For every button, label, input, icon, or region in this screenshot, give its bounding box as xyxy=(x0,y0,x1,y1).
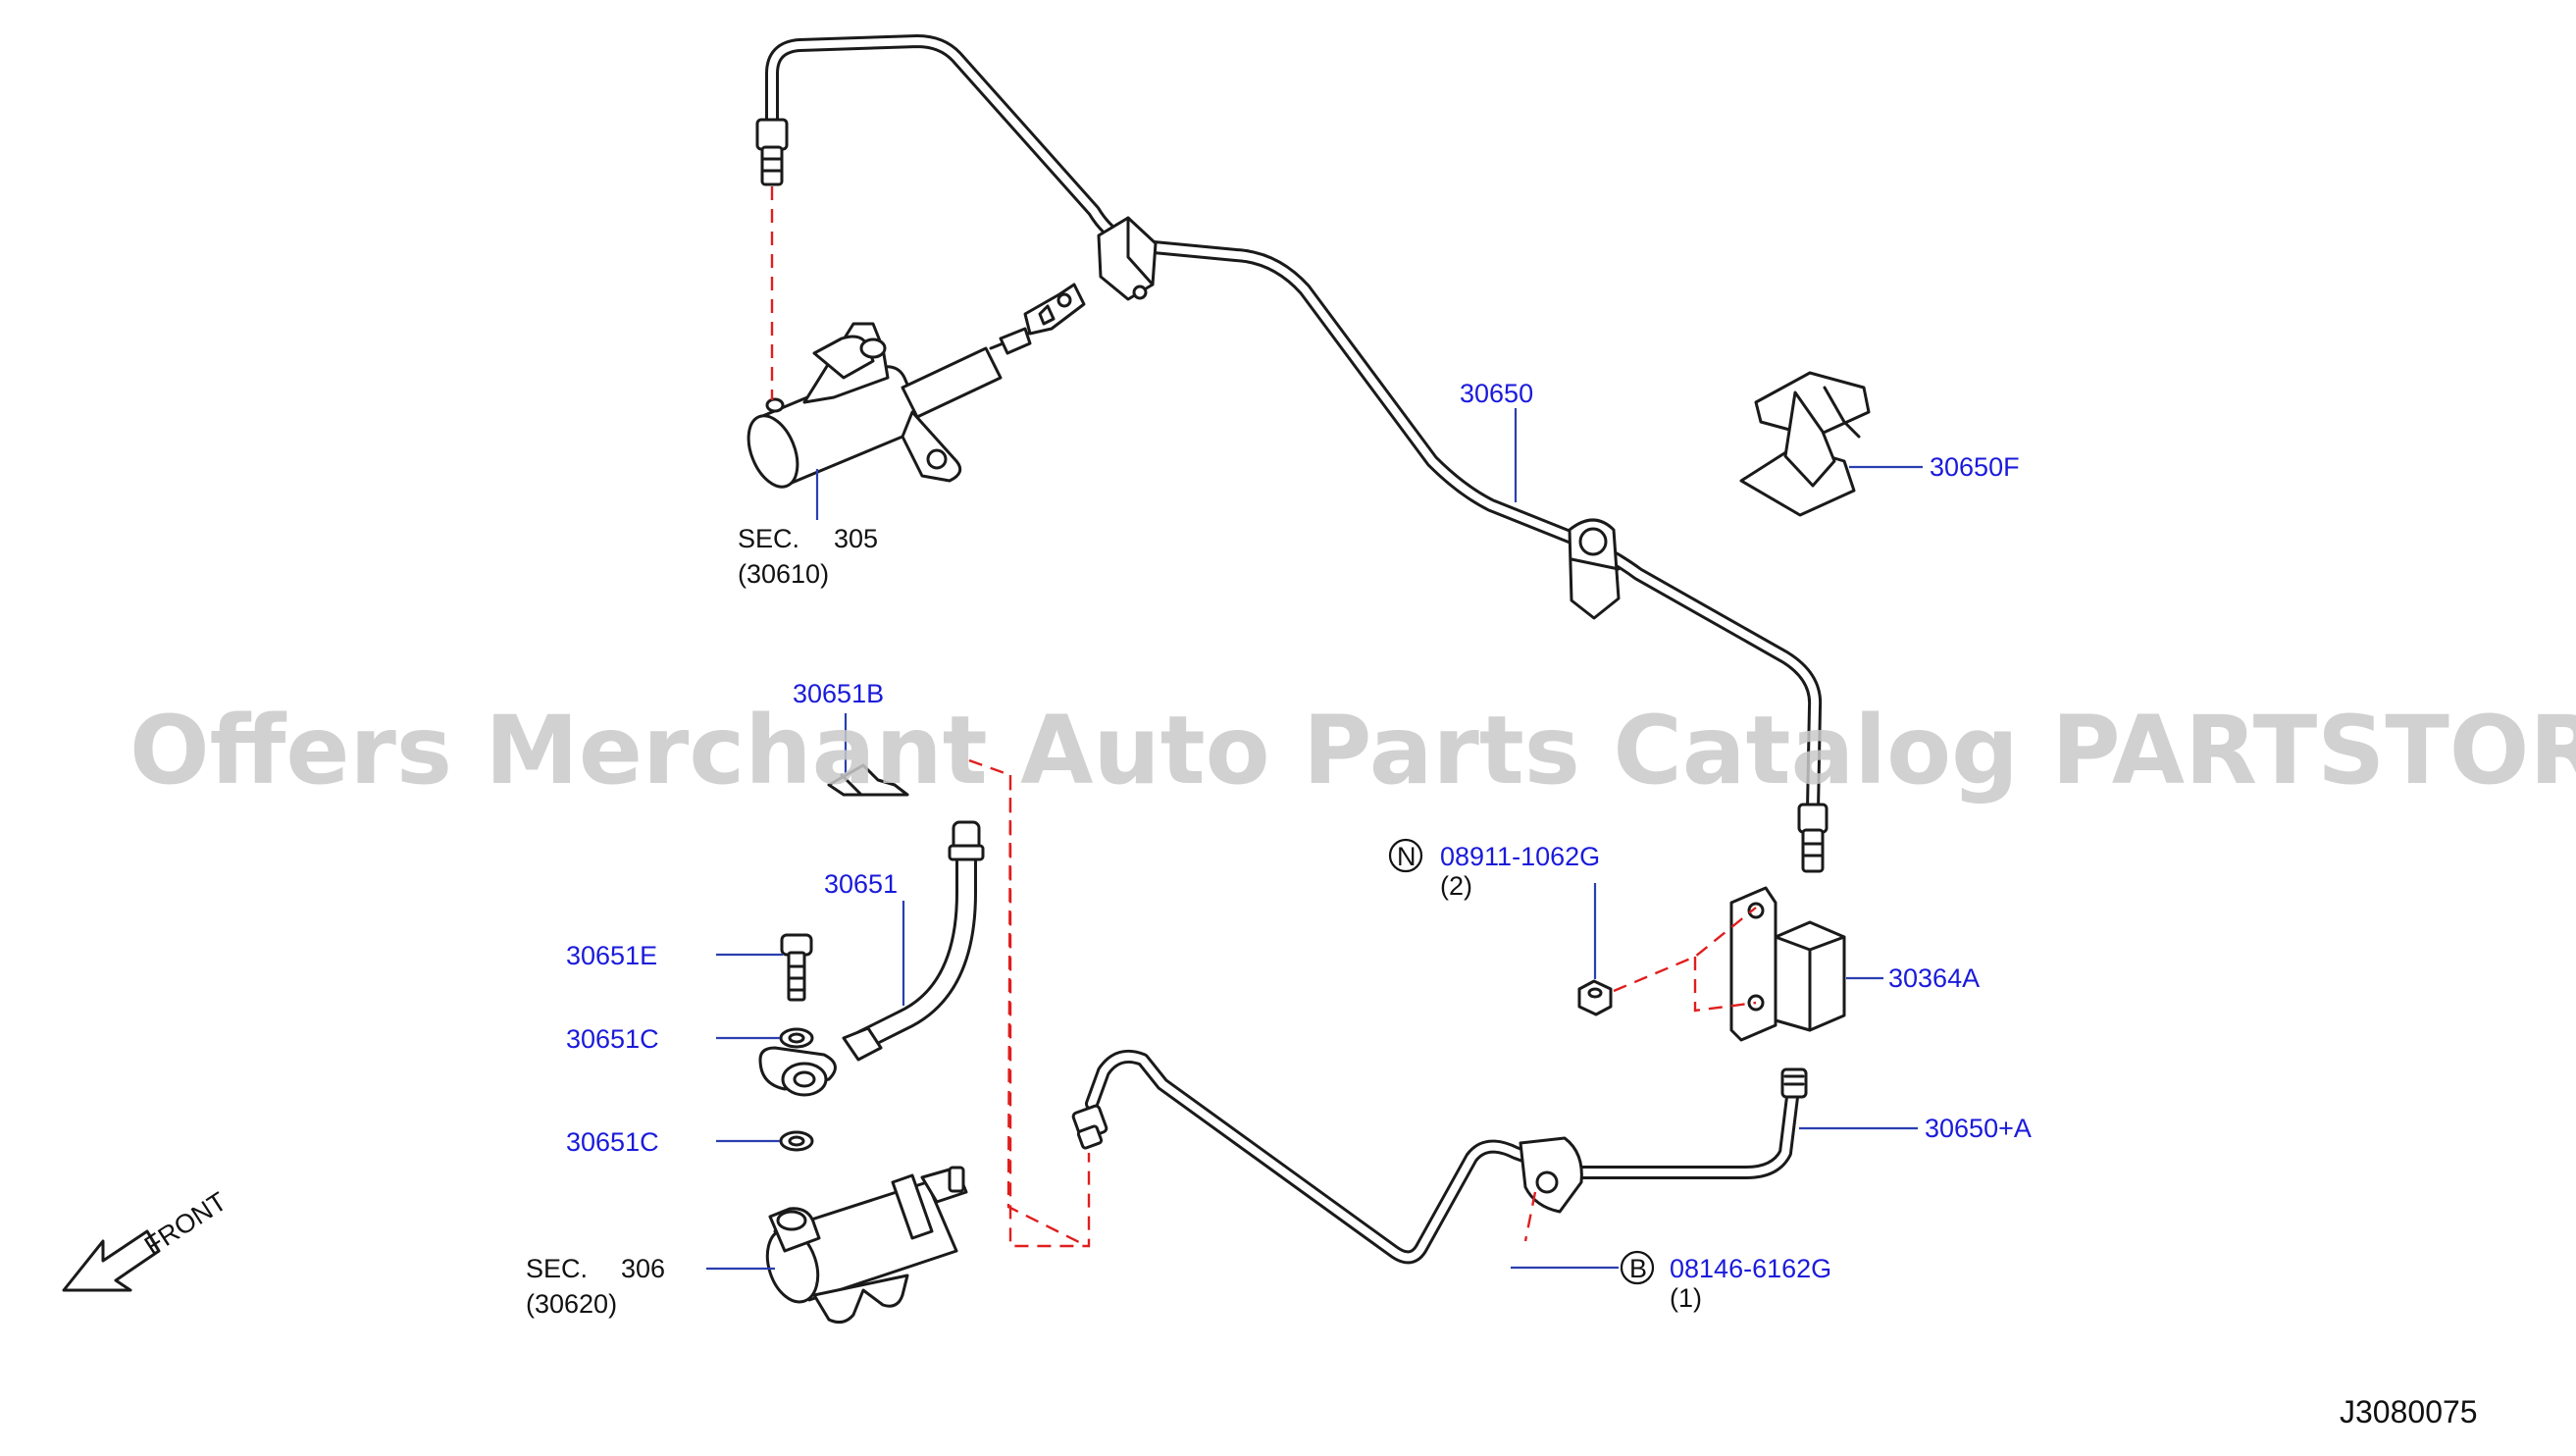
nut-circle-marker xyxy=(1388,838,1423,873)
bolt-circle-marker xyxy=(1620,1250,1655,1285)
copper-washer-lower[interactable] xyxy=(779,1130,814,1152)
hose-clip-30651B[interactable] xyxy=(827,763,909,797)
union-bolt-30651E[interactable] xyxy=(780,933,813,1002)
alignment-line-hose xyxy=(968,758,1091,1248)
copper-washer-upper[interactable] xyxy=(779,1027,814,1049)
alignment-line-nut xyxy=(1613,907,1757,1013)
label-sec306-part: (30620) xyxy=(526,1289,617,1319)
label-nut-number: 08911-1062G xyxy=(1440,842,1600,871)
tube-clip-upper xyxy=(1097,216,1158,301)
label-30651C-b: 30651C xyxy=(566,1127,659,1157)
front-direction-arrow xyxy=(62,1229,161,1292)
label-sec306-num: 306 xyxy=(621,1254,665,1283)
label-sec306-sec: SEC. xyxy=(526,1254,588,1283)
label-sec305-sec: SEC. xyxy=(738,524,799,553)
clutch-tube-30650A[interactable] xyxy=(1071,1050,1808,1265)
clip-30650F[interactable] xyxy=(1739,371,1871,517)
clutch-tube-30650[interactable] xyxy=(755,34,1829,873)
piping-connector-30364A[interactable] xyxy=(1729,886,1846,1042)
label-bolt-number: 08146-6162G xyxy=(1670,1254,1831,1283)
label-30651E: 30651E xyxy=(566,941,657,970)
bolt-letter: B xyxy=(1629,1254,1647,1283)
tube-bracket-middle xyxy=(1568,518,1621,620)
label-30651: 30651 xyxy=(824,869,898,899)
label-sec305-num: 305 xyxy=(834,524,878,553)
clutch-operating-cylinder[interactable] xyxy=(758,1166,968,1325)
label-nut-qty: (2) xyxy=(1440,871,1472,901)
label-bolt-qty: (1) xyxy=(1670,1283,1702,1313)
watermark: Offers Merchant Auto Parts Catalog PARTS… xyxy=(129,696,2576,806)
clutch-hose-30651[interactable] xyxy=(758,820,985,1097)
alignment-line-bolt xyxy=(1523,1191,1537,1242)
nut-letter: N xyxy=(1397,842,1417,871)
diagram-code: J3080075 xyxy=(2340,1394,2478,1430)
label-30650A: 30650+A xyxy=(1925,1114,2032,1143)
label-30651C-a: 30651C xyxy=(566,1024,659,1054)
label-30651B: 30651B xyxy=(793,679,884,708)
clutch-master-cylinder[interactable] xyxy=(739,283,1086,494)
label-30650F: 30650F xyxy=(1930,452,2020,482)
label-sec305-part: (30610) xyxy=(738,559,829,589)
front-label: FRONT xyxy=(139,1186,232,1261)
hex-nut-08911-1062G[interactable] xyxy=(1577,979,1613,1016)
label-30650: 30650 xyxy=(1460,379,1533,408)
label-30364A: 30364A xyxy=(1888,963,1980,993)
